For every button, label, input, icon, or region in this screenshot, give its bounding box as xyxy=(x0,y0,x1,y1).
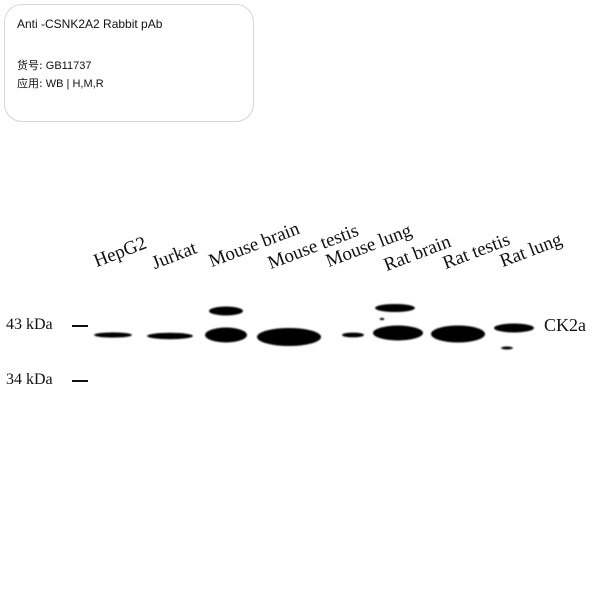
catalog-number-value: GB11737 xyxy=(45,60,92,72)
band-rat-brain-upper xyxy=(375,304,415,312)
band-mouse-brain xyxy=(205,327,247,343)
catalog-number-label: 货号: xyxy=(17,59,43,72)
product-info-card: Anti -CSNK2A2 Rabbit pAb 货号: GB11737 应用:… xyxy=(4,4,254,122)
band-mouse-lung xyxy=(342,332,364,338)
band-rat-testis xyxy=(431,325,485,343)
marker-tick-43kda xyxy=(72,325,88,327)
target-protein-label: CK2a xyxy=(544,315,586,335)
application-row: 应用: WB | H,M,R xyxy=(17,75,104,91)
marker-label-43kda: 43 kDa xyxy=(6,316,53,333)
band-rat-brain xyxy=(373,325,423,341)
band-mouse-brain-upper xyxy=(209,306,243,316)
band-rat-lung xyxy=(494,323,534,333)
application-value: WB | H,M,R xyxy=(45,78,104,90)
marker-label-34kda: 34 kDa xyxy=(6,371,53,388)
catalog-number-row: 货号: GB11737 xyxy=(17,57,91,73)
band-rat-lung-lower xyxy=(501,346,513,350)
marker-tick-34kda xyxy=(72,380,88,382)
product-title: Anti -CSNK2A2 Rabbit pAb xyxy=(17,17,163,31)
band-rat-brain-dot xyxy=(380,318,384,320)
band-hepg2 xyxy=(94,332,132,338)
application-label: 应用: xyxy=(17,77,43,90)
band-mouse-testis xyxy=(257,328,321,346)
band-jurkat xyxy=(147,332,193,340)
